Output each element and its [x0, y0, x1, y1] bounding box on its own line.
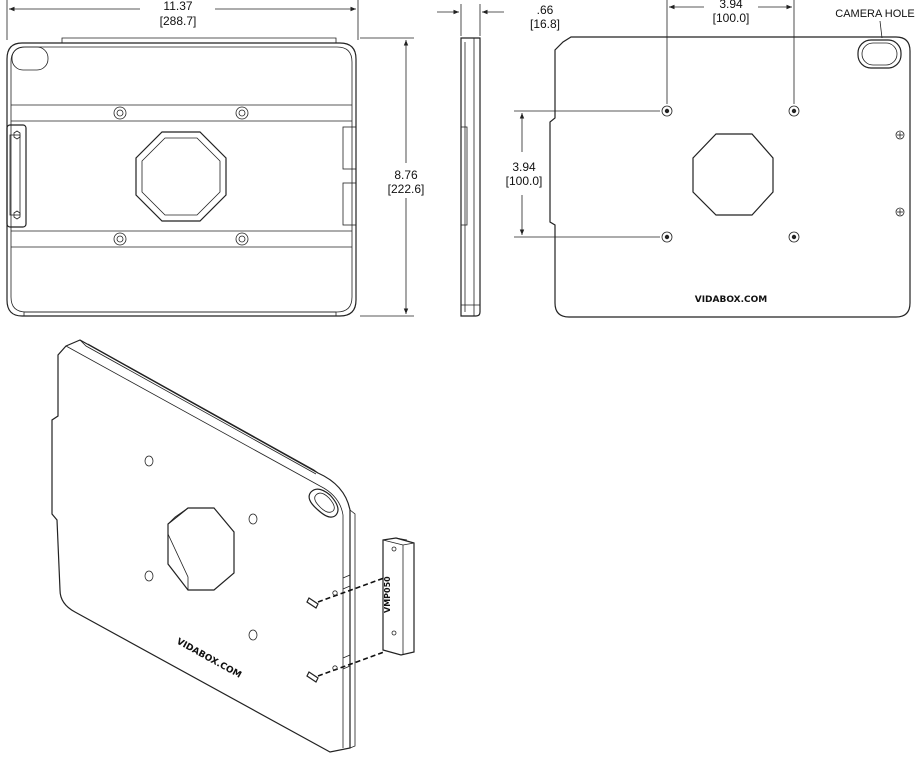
side-profile [460, 37, 481, 317]
front-height-dimension: 8.76 [222.6] [360, 37, 425, 317]
front-height-inches: 8.76 [394, 168, 418, 182]
iso-mounting-holes [144, 455, 258, 641]
back-hole-v-inches: 3.94 [512, 160, 536, 174]
front-width-dimension: 11.37 [288.7] [6, 0, 359, 40]
iso-plate-outline [51, 339, 351, 753]
front-camera-slot [11, 46, 49, 71]
iso-brand-text: VIDABOX.COM [175, 637, 243, 681]
iso-clip-text: VMP050 [383, 576, 392, 613]
front-left-clip [6, 124, 27, 228]
iso-clip: VMP050 [382, 537, 415, 656]
front-screw-holes [113, 106, 249, 246]
back-mounting-holes [661, 105, 800, 243]
front-height-mm: [222.6] [388, 182, 425, 196]
iso-camera-hole [308, 488, 339, 518]
back-brand-text: VIDABOX.COM [695, 295, 768, 305]
back-view: CAMERA HOLE 3.94 [100.0] [506, 0, 915, 318]
back-hole-horizontal-dimension: 3.94 [100.0] [666, 0, 795, 104]
side-depth-mm: [16.8] [530, 17, 560, 31]
iso-octagon-opening [167, 507, 235, 591]
side-view: .66 [16.8] [437, 3, 560, 317]
front-width-mm: [288.7] [160, 14, 197, 28]
iso-screws [306, 577, 385, 683]
back-hole-h-inches: 3.94 [719, 0, 743, 11]
back-camera-hole [857, 39, 902, 69]
front-view: 11.37 [288.7] [6, 0, 425, 317]
back-octagon-opening [692, 133, 774, 216]
back-side-screws [895, 130, 905, 217]
camera-hole-label: CAMERA HOLE [835, 8, 914, 20]
front-octagon-opening [135, 131, 227, 222]
side-depth-inches: .66 [537, 3, 554, 17]
back-hole-vertical-dimension: 3.94 [100.0] [506, 110, 660, 238]
side-depth-dimension: .66 [16.8] [437, 3, 560, 36]
isometric-view: VIDABOX.COM VMP050 [51, 339, 415, 753]
front-plate-outline [6, 42, 357, 317]
back-plate-outline [549, 36, 911, 318]
back-hole-v-mm: [100.0] [506, 174, 543, 188]
front-width-inches: 11.37 [163, 0, 192, 13]
back-hole-h-mm: [100.0] [713, 11, 750, 25]
